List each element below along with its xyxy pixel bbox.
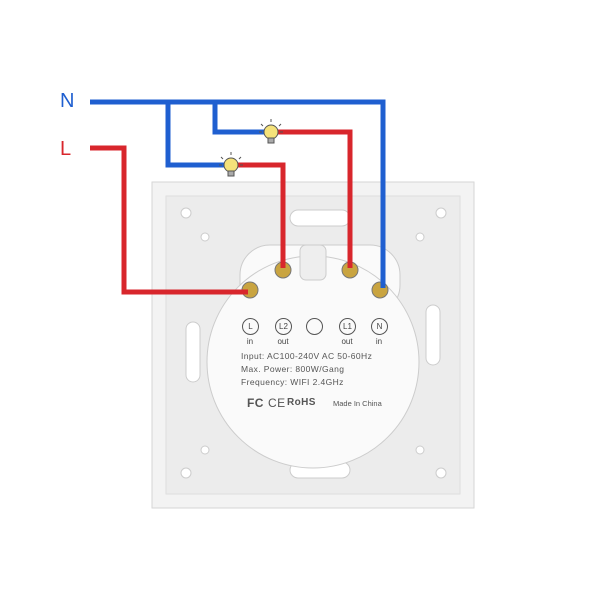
fc-mark: FC: [247, 396, 264, 410]
bulb-icon: [219, 152, 243, 177]
neutral-label: N: [60, 90, 75, 112]
spec-input: Input: AC100-240V AC 50-60Hz: [241, 351, 373, 361]
live-label: L: [60, 138, 72, 160]
terminal-empty: [306, 318, 323, 335]
load-wire-l1: [276, 129, 353, 268]
ce-mark: CE: [268, 396, 286, 410]
terminal-caption: out: [277, 337, 289, 346]
terminal-l2-out: L2: [275, 318, 292, 335]
neutral-wire: [90, 99, 386, 288]
rohs-mark: RoHS: [287, 397, 316, 408]
terminal-n-in: N: [371, 318, 388, 335]
terminal-l1-out: L1: [339, 318, 356, 335]
neutral-branch-2: [212, 102, 266, 135]
mounting-holes: [180, 207, 447, 479]
bulb-icon: [259, 119, 283, 144]
terminal-l-in: L: [242, 318, 259, 335]
spec-frequency: Frequency: WIFI 2.4GHz: [241, 377, 344, 387]
terminal-caption: out: [341, 337, 353, 346]
live-wire: [90, 145, 248, 295]
terminal-caption: in: [375, 337, 383, 346]
origin-text: Made In China: [333, 399, 382, 408]
load-wire-l2: [236, 162, 286, 268]
neutral-branch-1: [165, 102, 226, 168]
spec-power: Max. Power: 800W/Gang: [241, 364, 345, 374]
terminal-caption: in: [246, 337, 254, 346]
